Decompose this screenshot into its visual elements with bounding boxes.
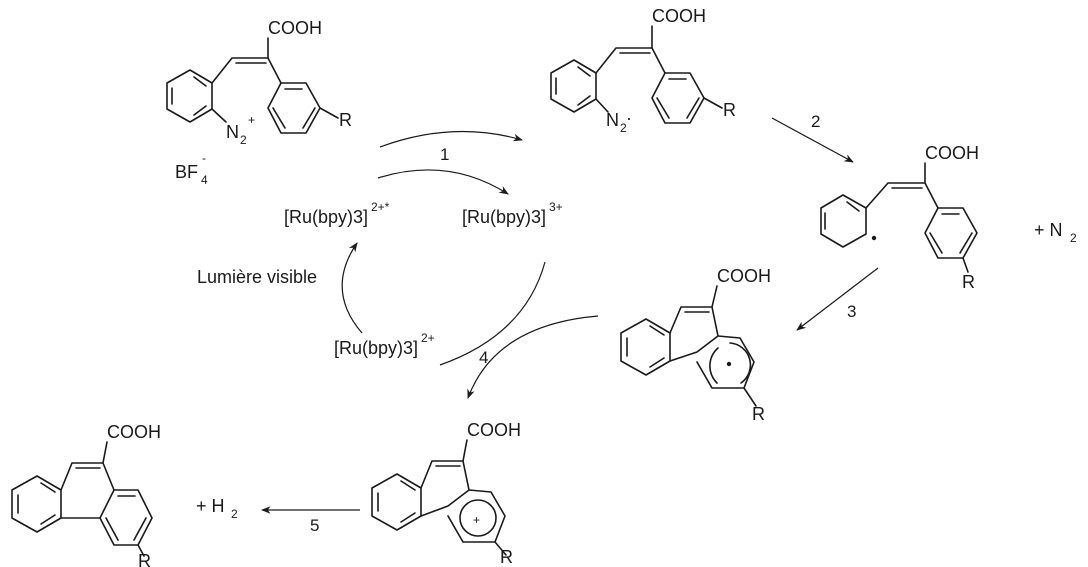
bf4-subscript: 4 [201,173,208,187]
reaction-arrows [261,117,879,514]
ru-ground-label: [Ru(bpy)3] [334,338,418,358]
cooh-label: COOH [717,266,771,286]
n2-label: N [226,122,239,142]
cation-charge: + [473,513,480,527]
ru-excited-label: [Ru(bpy)3] [284,207,368,227]
step1-oxidation-arrow [377,169,509,195]
bf4-charge: - [202,151,206,165]
n2-subscript: 2 [240,133,247,147]
aryl-radical-molecule: COOH R + N 2 [820,143,1077,292]
step-3-number: 3 [847,302,856,321]
aromatic-ring-circle [459,499,497,537]
cooh-label: COOH [107,422,161,442]
cooh-label: COOH [268,18,322,38]
cooh-label: COOH [925,143,979,163]
r-label: R [723,100,736,120]
ru-return-arrow-upper [439,261,546,366]
step-2-number: 2 [811,112,820,131]
radical-dot: · [626,108,632,128]
cooh-label: COOH [652,6,706,26]
diazonium-salt-molecule: COOH R N 2 + BF 4 - [166,18,352,187]
bf4-label: BF [175,162,198,182]
phenanthrene-product-molecule: COOH R + H 2 [11,422,238,567]
r-label: R [752,404,765,424]
step-1-number: 1 [440,145,449,164]
ru-oxidized-charge: 3+ [549,200,563,214]
r-label: R [962,272,975,292]
step4-arrow [467,315,599,399]
radical-dot [726,361,732,367]
step-4-number: 4 [479,348,488,367]
ru-oxidized-label: [Ru(bpy)3] [462,207,546,227]
ru-ground-charge: 2+ [421,331,435,345]
diazenyl-radical-molecule: COOH R N 2 · [550,6,736,135]
r-label: R [138,551,151,567]
ru-excited-state: [Ru(bpy)3] 2+* [284,200,390,227]
cyclized-radical-molecule: COOH R [620,266,771,424]
radical-dot [871,235,877,241]
phenanthrenyl-cation-molecule: + COOH R [371,420,521,567]
ru-oxidized-state: [Ru(bpy)3] 3+ [462,200,563,227]
plus-h2-label: + H [196,496,225,516]
n2-subscript: 2 [1070,231,1077,245]
n2-charge: + [248,113,255,127]
step1-electron-transfer-arrow [379,130,523,148]
ru-excited-charge: 2+* [371,200,390,214]
r-label: R [500,547,513,567]
r-label: R [339,110,352,130]
step-5-number: 5 [310,516,319,535]
step2-arrow [771,117,854,163]
step3-arrow [796,267,879,331]
n2-label: N [606,110,619,130]
ru-ground-state: [Ru(bpy)3] 2+ [334,331,435,358]
visible-light-label: Lumière visible [197,267,317,287]
n2-subscript: 2 [620,121,627,135]
h2-subscript: 2 [231,507,238,521]
plus-n2-label: + N [1034,220,1063,240]
cooh-label: COOH [467,420,521,440]
light-excitation-arrow [341,242,363,334]
